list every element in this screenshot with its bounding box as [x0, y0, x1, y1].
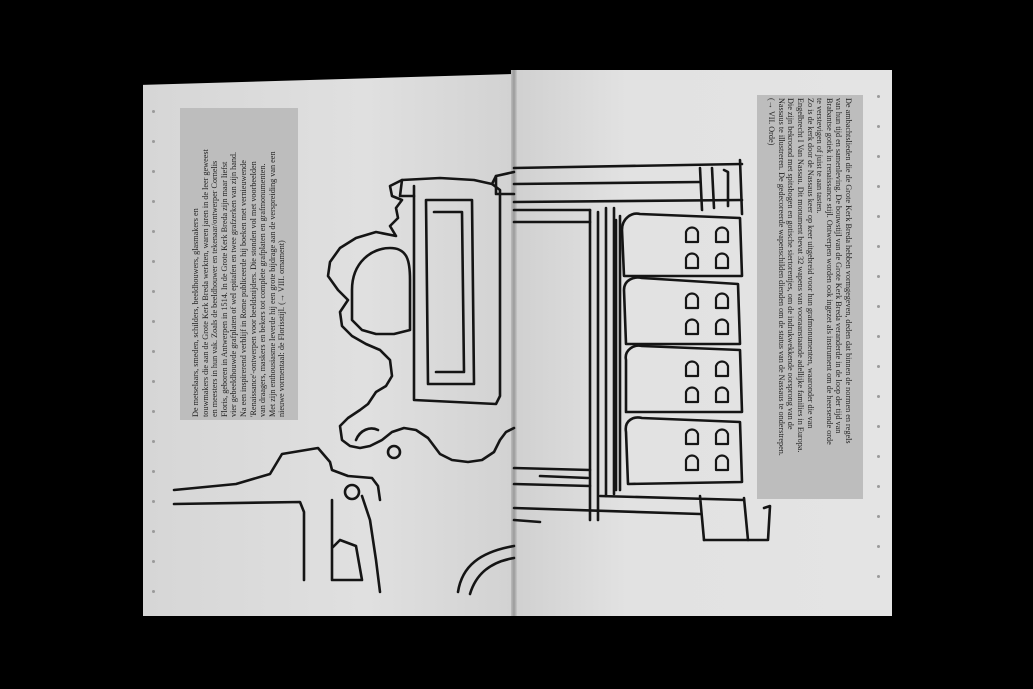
perforation-hole	[152, 170, 155, 173]
left-text-line: Na een inspirerend verblijf in Rome publ…	[239, 160, 248, 417]
left-text-line: 'Renaissance'-ontwerpen voor beeldsnijde…	[248, 161, 258, 417]
right-text-content: De ambachtslieden die de Grote Kerk Bred…	[767, 98, 853, 496]
left-text-line: De metselaars, smeden, schilders, beeldh…	[191, 208, 201, 417]
left-text-block: De metselaars, smeden, schilders, beeldh…	[180, 108, 298, 420]
perforation-hole	[877, 245, 880, 248]
right-text-line: Die zijn bekroond met spitsbogen en goti…	[786, 98, 796, 430]
perforation-hole	[152, 560, 155, 563]
perforation-hole	[152, 590, 155, 593]
perforation-hole	[152, 470, 155, 473]
perforation-hole	[877, 545, 880, 548]
perforation-hole	[152, 410, 155, 413]
perforation-hole	[877, 125, 880, 128]
right-text-line: Brabantse gotiek in renaissance stijl. O…	[824, 98, 834, 445]
center-fold	[511, 70, 517, 616]
left-text-line: Met zijn enthousiasme leverde hij een gr…	[267, 151, 277, 417]
right-text-line: (→ VII. Orde)	[767, 98, 777, 146]
perforation-hole	[152, 440, 155, 443]
right-text-block: De ambachtslieden die de Grote Kerk Bred…	[757, 95, 863, 499]
left-text-line: vier gebeeldhouwde grafplaten of wel epi…	[229, 151, 239, 417]
perforation-hole	[877, 335, 880, 338]
perforation-hole	[877, 185, 880, 188]
perforation-hole	[152, 260, 155, 263]
perforation-hole	[152, 380, 155, 383]
perforation-hole	[877, 455, 880, 458]
left-text-line: nieuwe vormentaal: de Florisstijl. (→ VI…	[277, 240, 287, 417]
perforation-hole	[152, 500, 155, 503]
perforation-hole	[152, 110, 155, 113]
perforation-hole	[877, 395, 880, 398]
perforation-hole	[877, 275, 880, 278]
left-text-line: Floris, geboren in Antwerpen in 1514. In…	[219, 161, 229, 417]
perforation-hole	[877, 215, 880, 218]
right-text-line: van hun tijd en samenleving. De bouwstij…	[834, 98, 844, 434]
right-text-line: De ambachtslieden die de Grote Kerk Bred…	[844, 98, 854, 444]
perforation-hole	[152, 200, 155, 203]
right-text-line: te verstevigen of juist te aan tasten.	[815, 98, 825, 214]
perforation-hole	[877, 515, 880, 518]
right-text-line: Zo is de kerk door de Nassaus keer op ke…	[805, 98, 815, 429]
perforation-hole	[152, 320, 155, 323]
perforation-hole	[152, 350, 155, 353]
perforation-hole	[152, 530, 155, 533]
left-text-line: van draagers, maskers en bekers tot comp…	[258, 163, 268, 418]
left-text-content: De metselaars, smeden, schilders, beeldh…	[191, 111, 287, 417]
perforation-hole	[877, 305, 880, 308]
perforation-hole	[877, 575, 880, 578]
perforation-hole	[152, 140, 155, 143]
perforation-hole	[152, 230, 155, 233]
right-text-line: Engelbrecht I Van Nassau. Dit monument b…	[796, 98, 806, 453]
perforation-hole	[152, 290, 155, 293]
right-text-line: Nassaus te illustreren. De gedecoreerde …	[777, 98, 787, 456]
perforation-hole	[877, 95, 880, 98]
left-text-line: en meesters in hun vak. Zoals de beeldho…	[210, 160, 220, 417]
perforation-hole	[877, 155, 880, 158]
perforation-hole	[877, 485, 880, 488]
perforation-hole	[877, 425, 880, 428]
perforation-hole	[877, 365, 880, 368]
left-text-line: touwmakers die aan de Grote Kerk Breda w…	[200, 149, 210, 417]
